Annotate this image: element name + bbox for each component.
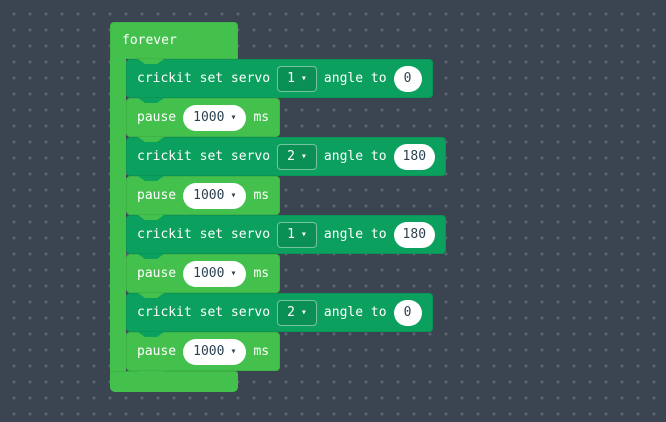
block-label: pause: [137, 110, 177, 125]
block-label: angle to: [323, 305, 387, 320]
block-label: ms: [253, 344, 270, 359]
servo-number-value: 1: [287, 227, 295, 242]
pause-duration-value: 1000: [193, 344, 225, 359]
pause-duration-value: 1000: [193, 110, 225, 125]
block-label: angle to: [323, 71, 387, 86]
block-label: pause: [137, 344, 177, 359]
pause-duration-dropdown[interactable]: 1000 ▾: [183, 260, 247, 287]
servo-number-dropdown[interactable]: 1 ▾: [277, 221, 317, 248]
block-label: angle to: [323, 149, 387, 164]
dropdown-arrow-icon: ▾: [230, 345, 237, 357]
pause-duration-dropdown[interactable]: 1000 ▾: [183, 338, 247, 365]
servo-number-dropdown[interactable]: 2 ▾: [277, 143, 317, 170]
block-label: angle to: [323, 227, 387, 242]
pause-block[interactable]: pause 1000 ▾ ms: [126, 176, 281, 215]
dropdown-arrow-icon: ▾: [230, 189, 237, 201]
crickit-set-servo-block[interactable]: crickit set servo 1 ▾ angle to 180: [126, 215, 447, 254]
block-label: pause: [137, 188, 177, 203]
forever-block[interactable]: forever: [110, 22, 238, 59]
pause-block[interactable]: pause 1000 ▾ ms: [126, 98, 281, 137]
servo-number-dropdown[interactable]: 1 ▾: [277, 65, 317, 92]
block-label: crickit set servo: [137, 227, 271, 242]
block-label: crickit set servo: [137, 305, 271, 320]
angle-value-input[interactable]: 0: [393, 65, 422, 92]
pause-block[interactable]: pause 1000 ▾ ms: [126, 254, 281, 293]
pause-duration-dropdown[interactable]: 1000 ▾: [183, 104, 247, 131]
servo-number-dropdown[interactable]: 2 ▾: [277, 299, 317, 326]
dropdown-arrow-icon: ▾: [230, 267, 237, 279]
block-label: ms: [253, 266, 270, 281]
pause-block[interactable]: pause 1000 ▾ ms: [126, 332, 281, 371]
block-label: crickit set servo: [137, 71, 271, 86]
dropdown-arrow-icon: ▾: [300, 150, 307, 162]
forever-block-label: forever: [122, 33, 177, 48]
pause-duration-value: 1000: [193, 266, 225, 281]
crickit-set-servo-block[interactable]: crickit set servo 2 ▾ angle to 0: [126, 293, 433, 332]
dropdown-arrow-icon: ▾: [300, 72, 307, 84]
pause-duration-dropdown[interactable]: 1000 ▾: [183, 182, 247, 209]
dropdown-arrow-icon: ▾: [300, 228, 307, 240]
block-stack: crickit set servo 1 ▾ angle to 0 pause 1…: [126, 59, 447, 371]
forever-block-bottom-arm[interactable]: [110, 371, 238, 392]
angle-value-input[interactable]: 180: [393, 143, 436, 170]
dropdown-arrow-icon: ▾: [230, 111, 237, 123]
block-label: ms: [253, 110, 270, 125]
dropdown-arrow-icon: ▾: [300, 306, 307, 318]
servo-number-value: 2: [287, 149, 295, 164]
forever-block-left-bar[interactable]: [110, 58, 126, 372]
crickit-set-servo-block[interactable]: crickit set servo 1 ▾ angle to 0: [126, 59, 433, 98]
servo-number-value: 2: [287, 305, 295, 320]
servo-number-value: 1: [287, 71, 295, 86]
pause-duration-value: 1000: [193, 188, 225, 203]
block-label: ms: [253, 188, 270, 203]
angle-value-input[interactable]: 180: [393, 221, 436, 248]
block-label: pause: [137, 266, 177, 281]
crickit-set-servo-block[interactable]: crickit set servo 2 ▾ angle to 180: [126, 137, 447, 176]
angle-value-input[interactable]: 0: [393, 299, 422, 326]
block-label: crickit set servo: [137, 149, 271, 164]
